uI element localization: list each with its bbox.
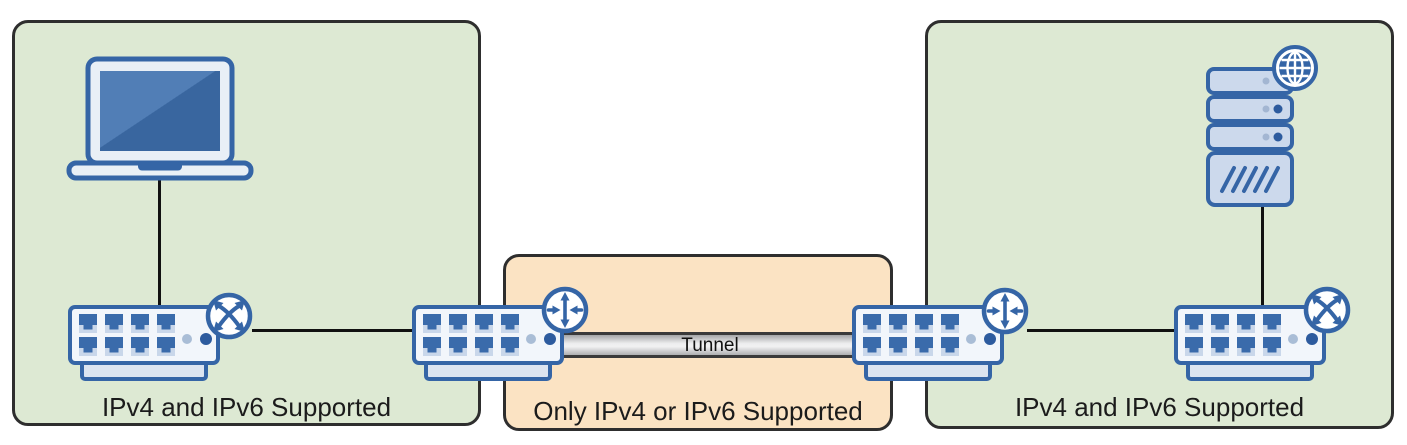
link-laptop-switch1 — [158, 178, 161, 307]
crossed-arrows-badge-icon — [1303, 286, 1351, 334]
link-switch3-switch4 — [1027, 329, 1177, 332]
zone-label-right: IPv4 and IPv6 Supported — [1014, 392, 1305, 422]
inward-arrows-badge-icon — [981, 287, 1029, 335]
laptop-icon — [66, 56, 254, 182]
zone-label-mid: Only IPv4 or IPv6 Supported — [533, 396, 863, 426]
link-switch1-switch2 — [252, 329, 414, 332]
globe-icon — [1271, 44, 1319, 92]
inward-arrows-badge-icon — [541, 286, 589, 334]
crossed-arrows-badge-icon — [205, 292, 253, 340]
link-server-switch4 — [1261, 205, 1264, 307]
switch-icon — [68, 305, 220, 383]
tunnel-label: Tunnel — [681, 334, 739, 356]
tunnel-link: Tunnel — [560, 332, 860, 358]
zone-label-left: IPv4 and IPv6 Supported — [101, 392, 392, 422]
